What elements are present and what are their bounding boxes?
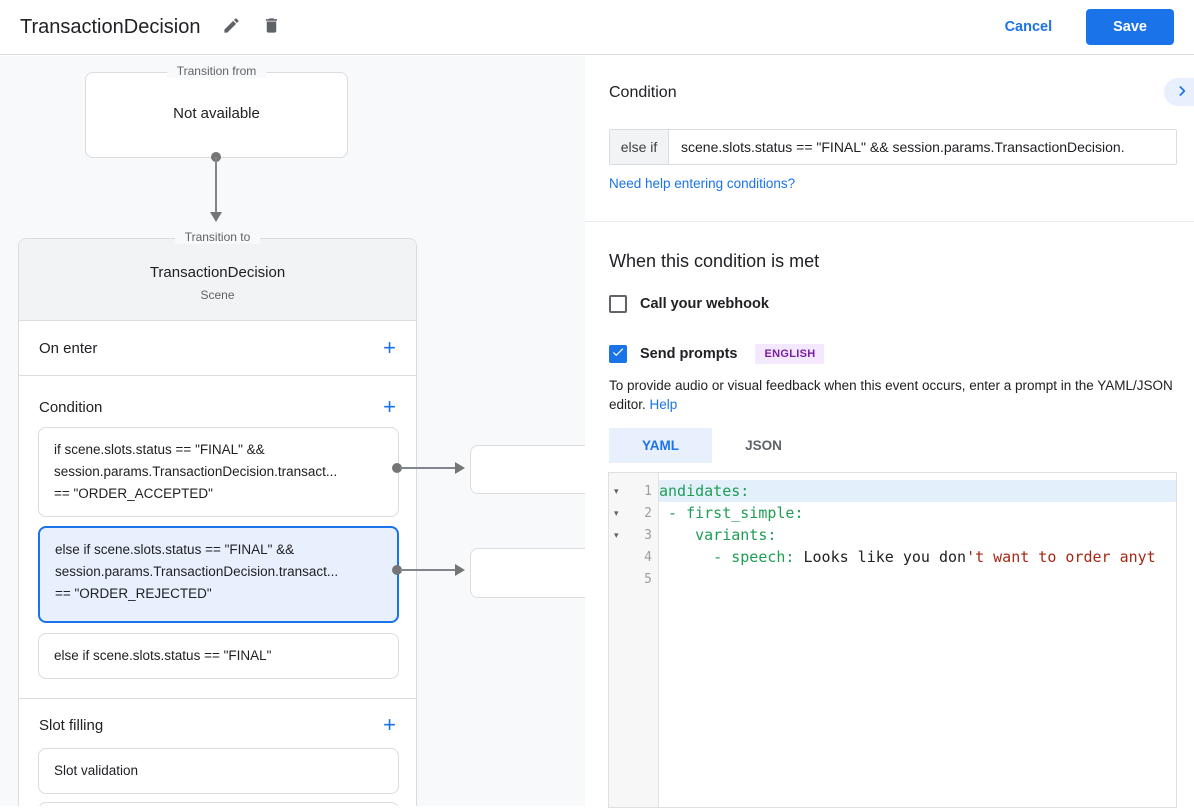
condition-expression-input[interactable]: [669, 130, 1176, 164]
slot-validation-text: Slot validation: [54, 763, 139, 778]
condition-card-text: else if scene.slots.status == "FINAL" &&…: [55, 542, 339, 601]
slot-filling-label: Slot filling: [39, 716, 104, 734]
top-bar: TransactionDecision Cancel Save: [0, 0, 1194, 55]
fold-icon[interactable]: ▾: [614, 507, 619, 518]
call-webhook-checkbox[interactable]: [609, 295, 627, 313]
code-text: Looks like you don: [803, 548, 967, 566]
scene-node-title: TransactionDecision: [149, 264, 286, 281]
connector-line: [215, 157, 217, 213]
tab-json[interactable]: JSON: [745, 438, 782, 453]
arrow-down-icon: [210, 212, 222, 222]
condition-card-rejected[interactable]: else if scene.slots.status == "FINAL" &&…: [38, 526, 399, 623]
transition-target-node[interactable]: [470, 548, 585, 598]
connector-line: [400, 467, 457, 469]
code-line: [659, 568, 1176, 590]
add-condition-button[interactable]: +: [383, 394, 396, 419]
on-enter-label: On enter: [39, 339, 98, 357]
active-line-highlight: [659, 480, 1176, 502]
code-key: andidates:: [659, 482, 750, 500]
pencil-icon: [222, 16, 241, 38]
editor-tabs: YAML JSON: [609, 428, 815, 463]
panel-title: Condition: [609, 84, 677, 101]
condition-card-accepted[interactable]: if scene.slots.status == "FINAL" && sess…: [38, 427, 399, 517]
fold-icon[interactable]: ▾: [614, 485, 619, 496]
connector-dot: [392, 463, 402, 473]
editor-gutter: ▾ 1 ▾ 2 ▾ 3 4 5: [609, 473, 659, 807]
arrow-right-icon: [455, 564, 465, 576]
edit-scene-button[interactable]: [218, 14, 244, 40]
line-number: 2: [644, 505, 652, 521]
connector-dot: [392, 565, 402, 575]
scene-diagram-canvas: Transition from Not available Transition…: [0, 56, 585, 806]
conditions-help-link[interactable]: Need help entering conditions?: [609, 176, 796, 191]
gutter-row: ▾ 2: [609, 502, 658, 524]
chevron-right-icon: [1174, 83, 1190, 102]
code-key: - first_simple:: [659, 504, 804, 522]
delete-scene-button[interactable]: [258, 14, 284, 40]
condition-card-text: if scene.slots.status == "FINAL" && sess…: [54, 442, 338, 501]
partial-card[interactable]: [38, 802, 399, 806]
prompt-description: To provide audio or visual feedback when…: [609, 376, 1181, 414]
code-string: 't want to order anyt: [966, 548, 1156, 566]
collapse-panel-button[interactable]: [1164, 78, 1194, 106]
panel-divider: [585, 221, 1194, 222]
transition-from-node: Transition from Not available: [85, 64, 348, 158]
fold-icon[interactable]: ▾: [614, 529, 619, 540]
scene-node-subtitle: Scene: [200, 288, 235, 302]
code-key: variants:: [659, 526, 777, 544]
transition-target-node[interactable]: [470, 445, 585, 494]
transition-to-node: Transition to TransactionDecision Scene …: [18, 230, 417, 806]
gutter-row: 4: [609, 546, 658, 568]
save-button[interactable]: Save: [1086, 9, 1174, 45]
checkmark-icon: [611, 345, 625, 364]
prompt-help-link[interactable]: Help: [649, 397, 678, 412]
scene-node-header[interactable]: TransactionDecision Scene: [19, 239, 416, 321]
when-condition-title: When this condition is met: [609, 251, 820, 271]
prompt-description-text: To provide audio or visual feedback when…: [609, 378, 1173, 412]
gutter-row: ▾ 3: [609, 524, 658, 546]
transition-from-value: Not available: [173, 105, 260, 122]
send-prompts-label: Send prompts: [640, 346, 738, 362]
transition-from-legend: Transition from: [166, 64, 267, 78]
line-number: 3: [644, 527, 652, 543]
condition-label: Condition: [39, 398, 103, 416]
condition-prefix-label: else if: [610, 130, 669, 164]
gutter-row: ▾ 1: [609, 480, 658, 502]
add-slot-button[interactable]: +: [383, 712, 396, 737]
arrow-right-icon: [455, 462, 465, 474]
add-on-enter-button[interactable]: +: [383, 335, 396, 360]
line-number: 4: [644, 549, 652, 565]
code-line: - first_simple:: [659, 502, 1176, 524]
tab-yaml[interactable]: YAML: [609, 428, 712, 463]
transition-to-legend: Transition to: [174, 230, 261, 244]
gutter-row: 5: [609, 568, 658, 590]
cancel-button[interactable]: Cancel: [993, 11, 1065, 43]
condition-section: Condition +: [19, 389, 416, 425]
condition-input-row: else if: [609, 129, 1177, 165]
condition-card-final[interactable]: else if scene.slots.status == "FINAL": [38, 633, 399, 679]
page-title: TransactionDecision: [20, 15, 201, 38]
connector-line: [400, 569, 457, 571]
editor-code-area[interactable]: andidates: - first_simple: variants: - s…: [659, 473, 1176, 807]
send-prompts-checkbox[interactable]: [609, 345, 627, 363]
slot-filling-section: Slot filling +: [19, 707, 416, 743]
trash-icon: [262, 16, 281, 38]
prompts-row: Send prompts ENGLISH: [609, 344, 825, 364]
condition-card-text: else if scene.slots.status == "FINAL": [54, 648, 272, 663]
condition-editor-panel: Condition else if Need help entering con…: [585, 56, 1194, 808]
language-badge: ENGLISH: [755, 344, 825, 364]
section-divider: [19, 698, 416, 699]
code-line: - speech: Looks like you don't want to o…: [659, 546, 1176, 568]
code-line: variants:: [659, 524, 1176, 546]
webhook-row: Call your webhook: [609, 295, 769, 313]
on-enter-section: On enter +: [19, 321, 416, 376]
yaml-code-editor[interactable]: ▾ 1 ▾ 2 ▾ 3 4 5 andidates: - firs: [608, 472, 1177, 808]
line-number: 5: [644, 571, 652, 587]
code-key: - speech:: [659, 548, 804, 566]
line-number: 1: [644, 483, 652, 499]
slot-validation-card[interactable]: Slot validation: [38, 748, 399, 794]
call-webhook-label: Call your webhook: [640, 296, 769, 312]
code-line: andidates:: [659, 480, 1176, 502]
